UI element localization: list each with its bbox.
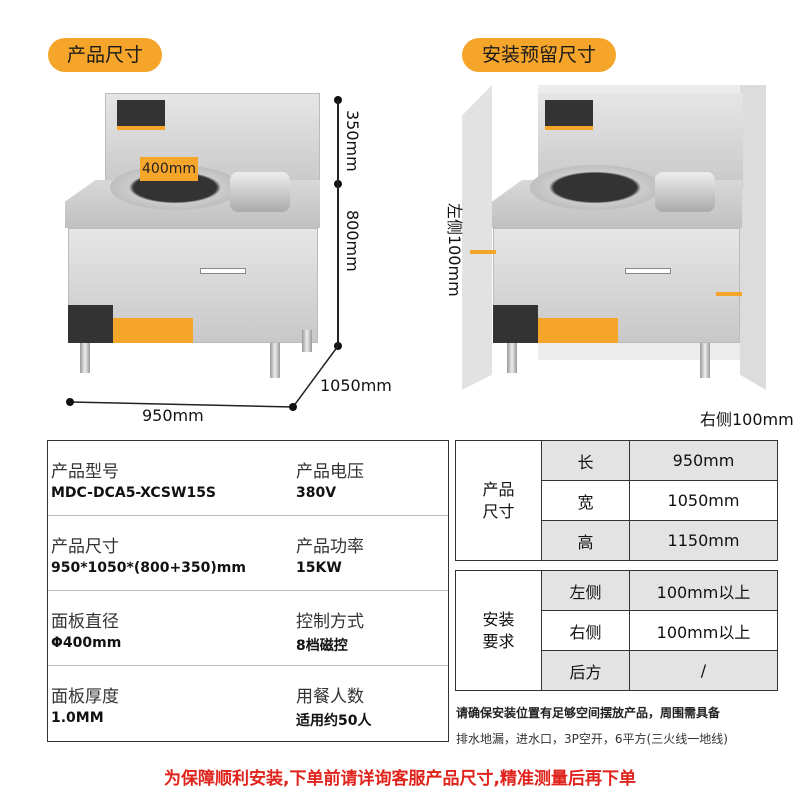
size-table-header: 产品尺寸 <box>455 440 542 561</box>
right-clearance-arrow <box>716 292 742 296</box>
panel-diameter-label: 400mm <box>140 157 198 181</box>
spec-value: 15KW <box>296 560 342 576</box>
install-key: 后方 <box>541 650 630 691</box>
spec-value: Φ400mm <box>51 635 122 651</box>
install-value: / <box>629 650 778 691</box>
size-value: 1150mm <box>629 520 778 561</box>
depth-label: 1050mm <box>320 376 392 395</box>
width-label: 950mm <box>142 406 204 425</box>
spec-label: 用餐人数 <box>296 687 364 707</box>
section-title-product-size: 产品尺寸 <box>48 38 162 72</box>
spec-label: 产品尺寸 <box>51 537 119 557</box>
left-clearance-arrow <box>470 250 496 254</box>
spec-value: MDC-DCA5-XCSW15S <box>51 485 217 501</box>
spec-value: 1.0MM <box>51 710 104 726</box>
spec-row: 面板厚度 1.0MM 用餐人数 适用约50人 <box>48 666 448 741</box>
size-key: 宽 <box>541 480 630 521</box>
right-clearance-label: 右侧100mm <box>700 410 794 429</box>
spec-row: 产品尺寸 950*1050*(800+350)mm 产品功率 15KW <box>48 516 448 591</box>
spec-row: 产品型号 MDC-DCA5-XCSW15S 产品电压 380V <box>48 441 448 516</box>
install-value: 100mm以上 <box>629 570 778 611</box>
spec-value: 适用约50人 <box>296 713 372 729</box>
size-value: 1050mm <box>629 480 778 521</box>
size-key: 长 <box>541 440 630 481</box>
spec-value: 380V <box>296 485 337 501</box>
install-note: 排水地漏，进水口，3P空开，6平方(三火线一地线) <box>456 732 728 746</box>
left-clearance-label: 左侧100mm <box>445 203 464 297</box>
size-value: 950mm <box>629 440 778 481</box>
install-note-bold: 请确保安装位置有足够空间摆放产品，周围需具备 <box>456 706 721 720</box>
spec-label: 产品型号 <box>51 462 119 482</box>
size-key: 高 <box>541 520 630 561</box>
install-key: 右侧 <box>541 610 630 651</box>
spec-label: 产品电压 <box>296 462 364 482</box>
install-table-header: 安装要求 <box>455 570 542 691</box>
spec-value: 950*1050*(800+350)mm <box>51 560 246 576</box>
spec-row: 面板直径 Φ400mm 控制方式 8档磁控 <box>48 591 448 666</box>
spec-panel: 产品型号 MDC-DCA5-XCSW15S 产品电压 380V 产品尺寸 950… <box>47 440 449 742</box>
spec-value: 8档磁控 <box>296 638 348 654</box>
spec-label: 面板直径 <box>51 612 119 632</box>
spec-label: 产品功率 <box>296 537 364 557</box>
section-title-install-space: 安装预留尺寸 <box>462 38 616 72</box>
warning-text: 为保障顺利安装,下单前请详询客服产品尺寸,精准测量后再下单 <box>164 769 636 789</box>
spec-label: 面板厚度 <box>51 687 119 707</box>
spec-label: 控制方式 <box>296 612 364 632</box>
install-value: 100mm以上 <box>629 610 778 651</box>
install-key: 左侧 <box>541 570 630 611</box>
